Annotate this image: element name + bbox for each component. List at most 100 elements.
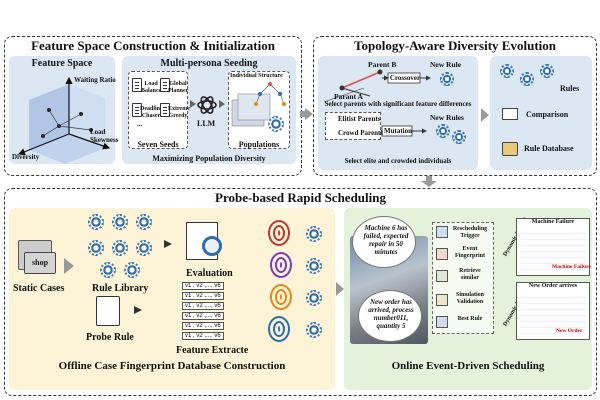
fingerprint-icon-2 <box>270 252 292 278</box>
llm-label: LLM <box>197 119 216 128</box>
static-cases-label: Static Cases <box>13 283 65 294</box>
evolution-to-db-arrow <box>481 108 489 122</box>
seed-doc-icon-2 <box>160 78 170 92</box>
library-gear-icon-6 <box>136 240 152 256</box>
elitist-parents-box <box>325 112 381 140</box>
evaluation-magnifier-icon <box>202 236 222 256</box>
gantt-2-note: New Order <box>556 328 583 334</box>
seeding-title: Multi-persona Seeding <box>160 58 258 69</box>
seed-label-2: Global Planner <box>168 81 189 94</box>
seeds-ellipsis: ... <box>137 120 143 128</box>
probe-rule-label: Probe Rule <box>86 332 134 343</box>
seed-doc-icon-1 <box>132 78 142 92</box>
library-gear-icon-3 <box>136 214 152 230</box>
rules-gear-icon-1 <box>500 64 514 78</box>
feature-sequence-2: v1 , v2 ,..., v6 <box>182 292 224 300</box>
parent-b-label: Parent B <box>368 60 397 69</box>
step-icon-3 <box>436 270 448 282</box>
seed-label-1: Load Balancer <box>141 81 164 94</box>
step-icon-2 <box>436 248 448 260</box>
axis-load-skewness: Load Skewness <box>90 128 119 144</box>
feature-space-plot <box>17 76 111 164</box>
parent-a-label: Parant A <box>334 92 363 101</box>
online-caption: Online Event-Driven Scheduling <box>391 360 545 372</box>
rules-label: Rules <box>560 84 580 93</box>
gantt-1-title: Machine Failure <box>531 219 575 225</box>
rules-gear-icon-3 <box>540 64 554 78</box>
mutation-label: Mutation <box>384 127 412 135</box>
gantt-1-note: Machine Failure <box>552 264 591 270</box>
feature-sequence-3: v1 , v2 ,..., v6 <box>182 302 224 310</box>
fingerprint-icon-3 <box>270 284 292 310</box>
stage3-title: Probe-based Rapid Scheduling <box>215 190 386 205</box>
feature-sequence-1: v1 , v2 ,..., v6 <box>182 282 224 290</box>
population-gear-icon <box>268 116 284 132</box>
axis-diversity: Diversity <box>12 153 40 161</box>
seed-label-4: Extreme Greedy <box>168 106 190 119</box>
cases-to-library-arrow <box>64 258 74 274</box>
new-rules-gear-icon-2 <box>452 130 466 144</box>
stage1-title: Feature Space Construction & Initializat… <box>31 38 275 53</box>
select-parents-caption: Select parents with significant feature … <box>324 100 472 108</box>
fp-gear-icon-1 <box>306 226 322 242</box>
library-gear-icon-8 <box>124 262 140 278</box>
library-to-eval-arrow <box>164 240 172 248</box>
library-gear-icon-2 <box>112 214 128 230</box>
fp-gear-icon-2 <box>306 258 322 274</box>
seeds-to-llm-arrow <box>190 100 196 108</box>
comparison-icon <box>502 108 518 120</box>
stage1-to-stage2-arrow <box>305 108 313 120</box>
shop-label: shop <box>32 258 49 267</box>
individual-structure-label: Individual Structure <box>230 73 283 79</box>
library-gear-icon-1 <box>88 214 104 230</box>
rule-db-label: Rule Database <box>524 144 574 153</box>
fingerprint-icon-1 <box>268 220 290 246</box>
elitist-parents-label: Elitist Parents <box>338 115 381 123</box>
event-bubble-2 <box>358 290 422 342</box>
crowd-parents-label: Crowd Parents <box>338 129 384 137</box>
feature-sequence-6: v1 , v2 ,..., v6 <box>182 332 224 340</box>
seed-doc-icon-3 <box>132 103 142 117</box>
feature-extract-label: Feature Extracte <box>176 345 249 356</box>
step-simulation-validation: Simulation Validation <box>455 292 484 305</box>
gantt-2-title: New Order arrives <box>528 283 578 289</box>
select-elite-caption: Select elite and crowded individuals <box>344 157 452 165</box>
event-bubble-2-text: New order has arrived, process number011… <box>368 298 414 330</box>
stage2-title: Topology-Aware Diversity Evolution <box>354 38 556 53</box>
library-gear-icon-5 <box>112 240 128 256</box>
probe-rule-icon <box>96 296 120 326</box>
evaluation-label: Evaluation <box>186 268 233 279</box>
step-retrieve-similar: Retrieve similar <box>459 268 481 281</box>
stage2-to-stage3-arrow <box>421 181 437 187</box>
step-event-fingerprint: Event Fingerprint <box>455 246 485 259</box>
new-rule-label: New Rule <box>430 60 462 69</box>
seed-label-3: Deadline Chaser <box>140 106 163 119</box>
fp-gear-icon-4 <box>306 322 322 338</box>
population-tree <box>231 82 286 127</box>
fingerprint-icon-4 <box>268 316 290 342</box>
populations-label: Populations <box>238 140 280 149</box>
step-icon-4 <box>436 294 448 306</box>
rules-gear-icon-2 <box>520 72 534 86</box>
step-best-rule: Best Rule <box>457 316 483 322</box>
stage3-frame <box>4 188 597 396</box>
comparison-label: Comparison <box>526 110 569 119</box>
probe-to-seq-arrow <box>134 306 142 314</box>
step-icon-1 <box>436 226 448 238</box>
feature-sequence-4: v1 , v2 ,..., v6 <box>182 312 224 320</box>
feature-sequence-5: v1 , v2 ,..., v6 <box>182 322 224 330</box>
gantt-1-bars <box>520 228 586 272</box>
new-rule-gear-icon <box>440 72 454 86</box>
axis-waiting-ratio: Waiting Ratio <box>74 76 116 84</box>
stage1-to-stage2-shaft <box>300 111 308 117</box>
seven-seeds-label: Seven Seeds <box>137 140 179 149</box>
feature-space-title: Feature Space <box>31 58 93 69</box>
gantt-2-bars <box>520 292 586 336</box>
step-rescheduling-trigger: Rescheduling Trigger <box>452 226 488 239</box>
event-bubble-1 <box>352 216 416 268</box>
library-gear-icon-7 <box>100 262 116 278</box>
new-rules-label: New Rules <box>430 113 464 122</box>
llm-to-pop-arrow <box>219 100 225 108</box>
crossover-label: Crossover <box>389 74 421 82</box>
seeding-caption: Maximizing Population Diversity <box>152 154 266 163</box>
